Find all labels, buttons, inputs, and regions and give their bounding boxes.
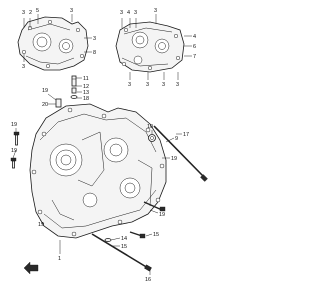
callout-labels: 3 2 5 3 3 8 3 3 4 3 3 4 6 7 3 3 3 3 11 1… bbox=[11, 8, 196, 283]
callout-7: 7 bbox=[193, 54, 196, 60]
washer-14 bbox=[104, 238, 112, 242]
callout-15: 15 bbox=[153, 232, 159, 238]
callout-17: 17 bbox=[183, 132, 189, 138]
callout-19: 19 bbox=[42, 88, 48, 94]
callout-4: 4 bbox=[127, 10, 130, 16]
oil-seal-10 bbox=[148, 134, 156, 142]
callout-13: 13 bbox=[83, 90, 89, 96]
callout-19: 19 bbox=[38, 222, 44, 228]
callout-20: 20 bbox=[42, 102, 48, 108]
callout-6: 6 bbox=[193, 44, 196, 50]
callout-2: 2 bbox=[29, 10, 32, 16]
callout-3: 3 bbox=[22, 64, 25, 70]
bolt-15 bbox=[129, 231, 146, 239]
callout-3: 3 bbox=[128, 82, 131, 88]
washer-13 bbox=[70, 95, 78, 99]
callout-3: 3 bbox=[146, 82, 149, 88]
dowel-pin-12 bbox=[71, 87, 77, 94]
crankcase-half-left-view bbox=[17, 16, 89, 71]
callout-11: 11 bbox=[83, 76, 89, 82]
callout-14: 14 bbox=[121, 236, 127, 242]
callout-3: 3 bbox=[70, 8, 73, 14]
callout-19: 19 bbox=[159, 212, 165, 218]
leader-lines bbox=[12, 14, 192, 275]
crankcase-half-right-view bbox=[115, 21, 185, 73]
long-bolt-17 bbox=[153, 125, 208, 182]
callout-3: 3 bbox=[22, 10, 25, 16]
callout-15: 15 bbox=[121, 244, 127, 250]
front-arrow-icon bbox=[23, 261, 39, 275]
callout-3: 3 bbox=[154, 8, 157, 14]
callout-8: 8 bbox=[93, 50, 96, 56]
dowel-pin-20 bbox=[55, 98, 62, 108]
callout-18: 18 bbox=[83, 96, 89, 102]
callout-3: 3 bbox=[93, 36, 96, 42]
callout-5: 5 bbox=[36, 8, 39, 14]
callout-10: 10 bbox=[147, 124, 153, 130]
callout-9: 9 bbox=[175, 136, 178, 142]
callout-16: 16 bbox=[145, 277, 151, 283]
stud-bolt-11 bbox=[71, 75, 77, 87]
callout-3: 3 bbox=[176, 82, 179, 88]
callout-19: 19 bbox=[11, 148, 17, 154]
callout-1: 1 bbox=[58, 256, 61, 262]
callout-19: 19 bbox=[11, 122, 17, 128]
crankcase-assembly bbox=[29, 103, 167, 239]
bolt-19-left bbox=[10, 157, 17, 169]
bolt-9 bbox=[143, 201, 166, 212]
callout-12: 12 bbox=[83, 84, 89, 90]
bolt-19-top bbox=[13, 131, 20, 146]
callout-3: 3 bbox=[120, 10, 123, 16]
crankcase-diagram: 3 2 5 3 3 8 3 3 4 3 3 4 6 7 3 3 3 3 11 1… bbox=[10, 8, 208, 283]
callout-3: 3 bbox=[134, 10, 137, 16]
callout-3: 3 bbox=[162, 82, 165, 88]
callout-4: 4 bbox=[193, 34, 196, 40]
callout-19: 19 bbox=[171, 156, 177, 162]
